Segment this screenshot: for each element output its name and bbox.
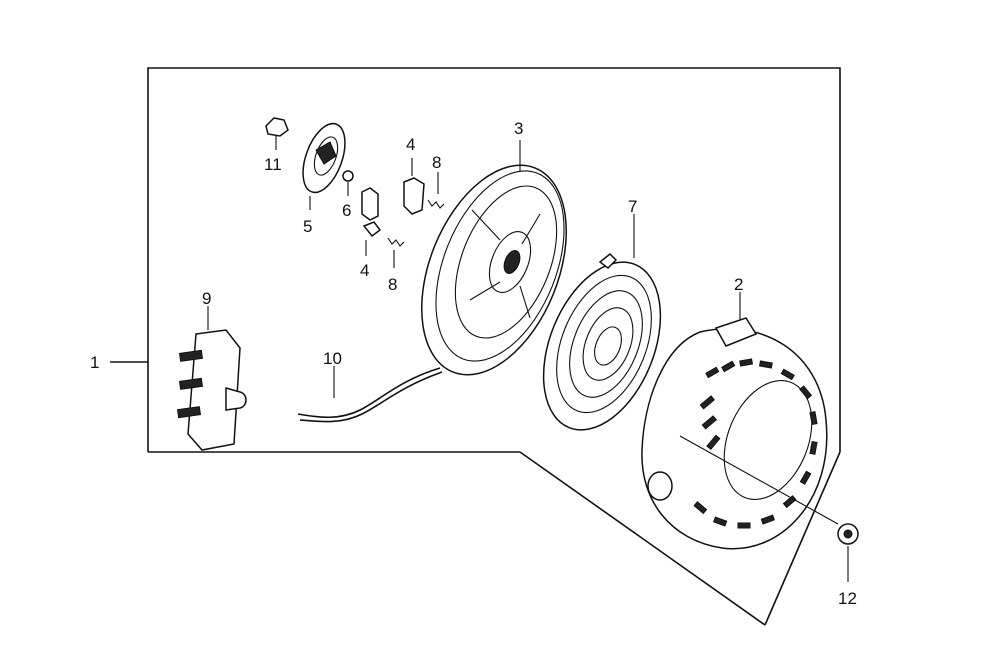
- part-12-bolt: [837, 523, 859, 582]
- callout-labels: 1 2 3 4 4 5 6 7 8 8 9 10 11 12: [90, 119, 857, 608]
- part-5-ratchet-plate: [302, 122, 346, 210]
- callout-11: 11: [264, 155, 282, 174]
- part-11-nut: [265, 117, 289, 150]
- callout-1: 1: [90, 353, 99, 372]
- case-vents: [693, 358, 818, 529]
- callout-7: 7: [628, 197, 637, 216]
- assembly-outline: [110, 67, 841, 626]
- part-6-clip: [342, 170, 354, 196]
- callout-2: 2: [734, 275, 743, 294]
- part-4-pawl-lower: [361, 187, 382, 256]
- part-8-spring-lower: [387, 237, 405, 268]
- callout-10: 10: [323, 349, 342, 368]
- callout-4-upper: 4: [406, 135, 415, 154]
- callout-3: 3: [514, 119, 523, 138]
- callout-4-lower: 4: [360, 261, 369, 280]
- callout-5: 5: [303, 217, 312, 236]
- callout-9: 9: [202, 289, 211, 308]
- part-7-spring: [542, 214, 662, 431]
- part-4-pawl-upper: [403, 158, 425, 215]
- part-9-handle: [176, 306, 247, 451]
- part-3-reel: [421, 140, 567, 376]
- callout-12: 12: [838, 589, 857, 608]
- callout-8-upper: 8: [432, 153, 441, 172]
- part-10-rope: [297, 366, 443, 423]
- part-2-case: [641, 292, 839, 550]
- part-8-spring-upper: [427, 172, 445, 209]
- callout-6: 6: [342, 201, 351, 220]
- callout-8-lower: 8: [388, 275, 397, 294]
